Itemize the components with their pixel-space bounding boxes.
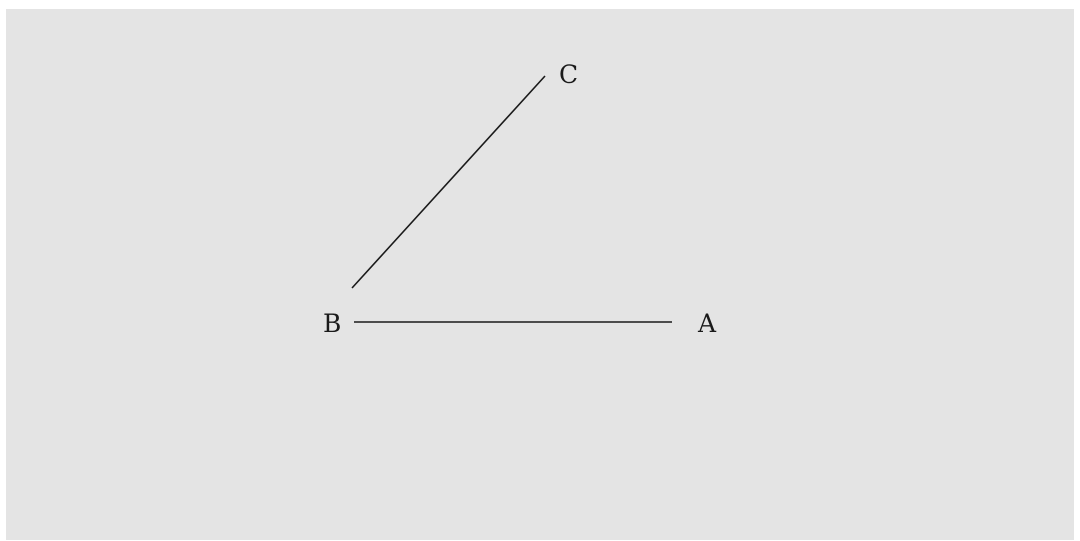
point-label-b: B <box>323 309 341 338</box>
point-label-c: C <box>559 60 578 89</box>
segment-bc <box>351 75 546 289</box>
point-label-a: A <box>697 309 717 338</box>
diagram-canvas <box>6 9 1074 540</box>
